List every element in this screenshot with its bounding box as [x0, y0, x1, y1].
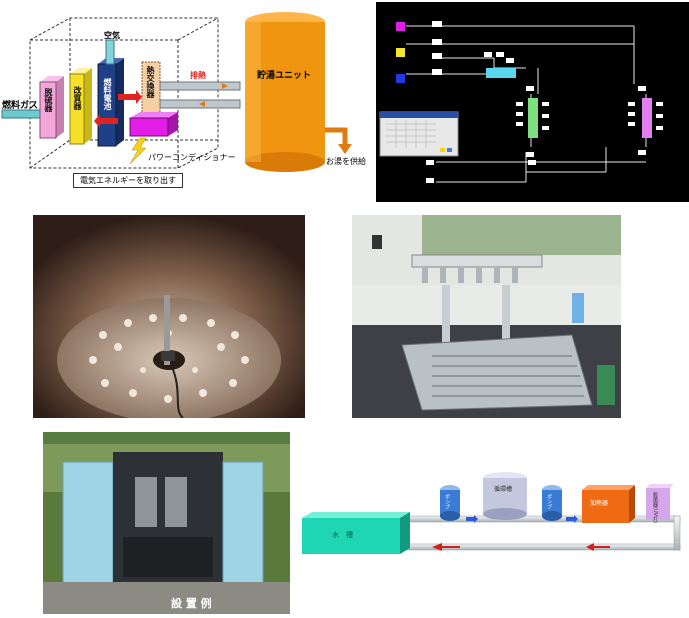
- fuel-cell-label: 燃料電池: [103, 78, 112, 110]
- uv-sterilizer-box: [646, 488, 670, 520]
- installation-example-photo: 設 置 例: [43, 432, 290, 614]
- fuel-cell-system-diagram: 燃料ガス 空気 脱硫器 改質器 燃料電池 熱交換器 排熱 貯湯ユニット パワーコ…: [0, 0, 366, 195]
- lightning-icon: [129, 137, 147, 165]
- pink-column: [642, 98, 652, 138]
- uv-label: 殺菌器(UV灯): [652, 492, 658, 523]
- air-pipe: [105, 39, 115, 65]
- blue-input-square: [396, 74, 405, 83]
- pump-right-body: [542, 490, 562, 516]
- cyan-block: [486, 68, 516, 78]
- fuel-gas-label: 燃料ガス: [2, 101, 39, 111]
- fuel-cell-diagram-svg: [1, 12, 352, 172]
- main-tank-box: [302, 518, 400, 554]
- exhaust-heat-label: 排熱: [190, 71, 206, 80]
- hot-water-arrow: [338, 144, 352, 154]
- right-door: [222, 461, 264, 593]
- heater-label: 加熱器: [590, 500, 609, 507]
- beer-tower-svg: [352, 215, 621, 418]
- circulation-tank-label: 循環槽: [494, 486, 513, 493]
- power-conditioner-label: パワーコンディショナー: [148, 153, 236, 162]
- pump-right-label: ポンプ: [546, 494, 552, 509]
- air-label: 空気: [104, 31, 120, 40]
- magenta-input-square: [396, 22, 405, 31]
- fuel-gas-pipe: [1, 109, 43, 119]
- hot-water-supply-label: お湯を供給: [326, 157, 366, 166]
- main-tank-label: 水 槽: [332, 531, 353, 539]
- power-conditioner-box: [129, 117, 169, 137]
- installation-svg: [43, 432, 290, 614]
- pump-left-body: [440, 490, 460, 516]
- circulation-flow-diagram: ポンプ 循環槽 ポンプ 加熱器 殺菌器(UV灯) 水 槽: [290, 470, 689, 580]
- reformer-box: [69, 73, 85, 145]
- desulfurizer-label: 脱硫器: [44, 88, 53, 112]
- schematic-svg: [379, 21, 663, 183]
- tank-interior-svg: [33, 215, 305, 418]
- red-arrow-1: [118, 90, 142, 104]
- yellow-input-square: [396, 48, 405, 57]
- beer-tower-photo: [352, 215, 621, 418]
- red-arrow-2: [94, 114, 118, 128]
- flow-diagram-svg: [302, 472, 681, 554]
- pump-left-label: ポンプ: [444, 494, 450, 509]
- exhaust-pipe-top: [159, 81, 241, 91]
- control-schematic: [376, 2, 689, 202]
- left-door: [62, 461, 114, 593]
- reformer-label: 改質器: [73, 86, 82, 110]
- green-column: [528, 98, 538, 138]
- extract-electricity-label: 電気エネルギーを取り出す: [73, 173, 183, 188]
- tank-interior-photo: [33, 215, 305, 418]
- inset-window: [379, 111, 459, 157]
- desulfurizer-box: [39, 81, 57, 139]
- heat-exchanger-label: 熱交換器: [146, 66, 155, 98]
- heater-box: [582, 490, 629, 523]
- storage-unit-label: 貯湯ユニット: [257, 71, 312, 81]
- installation-caption: 設 置 例: [171, 597, 212, 610]
